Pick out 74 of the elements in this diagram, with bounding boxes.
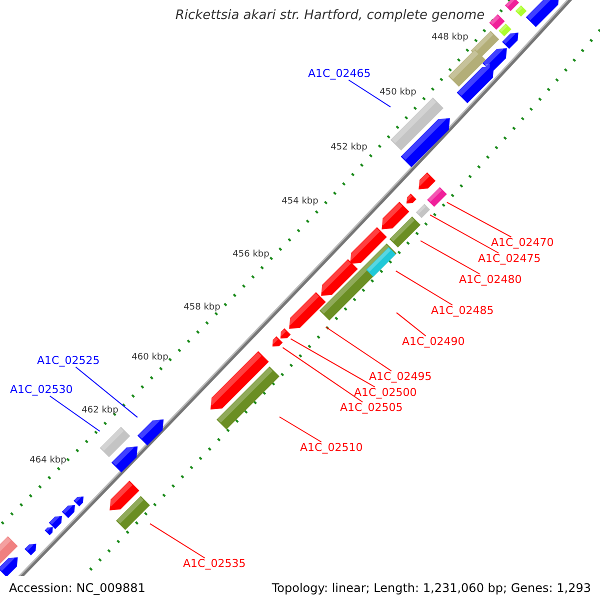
leader-line [446,202,512,238]
gene-block [482,46,507,72]
gene-block [405,194,416,204]
gene-block [489,14,505,30]
leader-line [420,240,480,274]
gene-block [111,444,138,473]
tick-label: 456 kbp [232,250,270,260]
gene-label: A1C_02470 [491,237,554,249]
tick-label: 450 kbp [380,88,416,98]
gene-block [271,336,283,347]
gene-label: A1C_02480 [459,274,522,286]
gene-label: A1C_02505 [340,402,403,414]
gene-block [318,259,358,296]
leader-line [395,270,453,306]
gene-block [62,504,75,518]
gene-block [348,227,387,264]
tick-label: 452 kbp [330,144,368,152]
leader-line [290,338,376,388]
gene-label: A1C_02495 [369,371,432,383]
leader-line [278,416,322,442]
gene-block [498,24,512,36]
tick-label: 454 kbp [282,198,318,206]
gene-block [44,526,53,536]
gene-label: A1C_02525 [37,355,100,367]
tick-label: 462 kbp [82,406,118,416]
tick-label: 458 kbp [184,304,220,312]
leader-line [396,312,426,336]
leader-line [348,80,391,108]
footer-text: Topology: linear; Length: 1,231,060 bp; Genes: 1,293 [272,580,591,597]
gene-block [515,5,527,17]
gene-block [526,0,560,28]
tick-label: 460 kbp [132,354,168,362]
tick-label: 464 kbp [30,456,66,466]
gene-block [0,536,18,564]
gene-block [502,31,518,49]
gene-block [116,496,150,530]
gene-block [389,216,421,248]
gene-label: A1C_02485 [431,305,494,317]
gene-label: A1C_02490 [402,336,465,348]
gene-block [416,204,430,218]
gene-block [456,64,494,104]
gene-label: A1C_02500 [354,387,417,399]
gene-block [137,417,164,446]
gene-label: A1C_02535 [183,558,246,570]
gene-label: A1C_02530 [10,384,73,396]
gene-block [24,542,36,556]
leader-line [430,214,500,254]
gene-block [0,555,18,578]
leader-line [282,347,364,402]
footer-text: Accession: NC_009881 [9,580,146,597]
gene-label: A1C_02510 [300,442,363,454]
gene-block [279,328,291,339]
gene-block [286,292,326,329]
gene-block [379,202,410,230]
gene-block [448,49,486,87]
gene-block [427,187,447,207]
gene-label: A1C_02475 [478,253,541,265]
gene-block [390,97,444,151]
leader-line [149,523,206,558]
leader-line [75,366,138,418]
leader-line [325,326,392,372]
gene-block [100,426,130,458]
gene-block [48,514,62,530]
leader-line [49,396,100,432]
gene-block [107,480,140,510]
title: Rickettsia akari str. Hartford, complete genome [174,9,486,22]
gene-block [400,116,450,168]
gene-block [216,366,280,430]
gene-block [74,495,84,506]
gene-block [504,0,520,12]
gene-block [416,172,436,190]
gene-label: A1C_02465 [308,68,371,80]
tick-label: 448 kbp [432,34,468,42]
gene-block [208,351,269,410]
